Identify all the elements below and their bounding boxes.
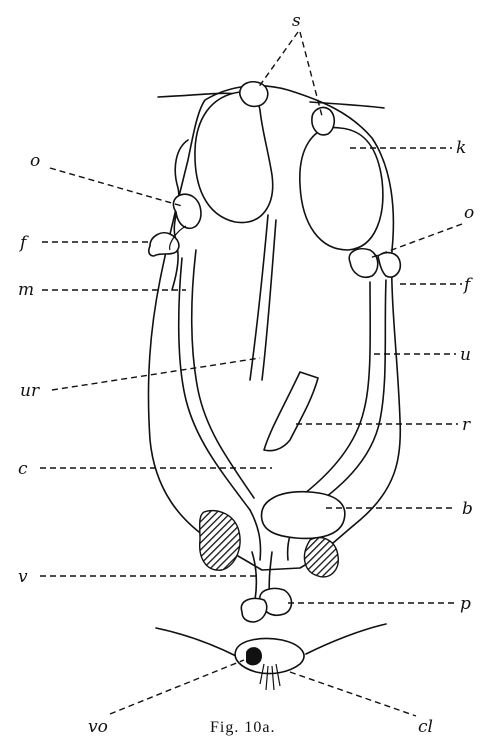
label-r: r xyxy=(462,415,471,435)
leader-s-left xyxy=(258,32,298,88)
leader-o-right xyxy=(370,224,462,258)
right-hatched-mass xyxy=(304,538,338,577)
suprarenal-left xyxy=(240,82,268,107)
right-ureter-inner xyxy=(296,282,370,500)
right-fimbria xyxy=(378,253,400,277)
label-vo: vo xyxy=(88,717,108,737)
label-k: k xyxy=(456,138,466,158)
left-hatched-mass xyxy=(200,511,240,571)
leader-cl xyxy=(290,672,416,716)
label-b: b xyxy=(462,499,473,519)
left-ovary xyxy=(173,194,201,228)
rectum xyxy=(264,372,318,451)
label-o-left: o xyxy=(30,151,40,171)
label-o-right: o xyxy=(464,203,474,223)
body-wall-line xyxy=(158,93,384,108)
leader-o-left xyxy=(50,168,182,206)
leader-ur xyxy=(52,358,260,390)
left-kidney xyxy=(195,92,273,222)
papilla-base xyxy=(241,599,266,623)
label-f-right: f xyxy=(462,275,473,295)
label-s: s xyxy=(292,11,301,31)
central-ridge-2 xyxy=(262,220,276,380)
label-f-left: f xyxy=(18,233,29,253)
label-ur: ur xyxy=(20,381,40,401)
left-ureter-outer xyxy=(179,258,250,510)
right-ureter-outer xyxy=(300,280,386,515)
label-cl: cl xyxy=(418,717,433,737)
figure-caption: Fig. 10a. xyxy=(210,719,275,736)
bladder xyxy=(262,492,345,539)
suprarenal-right xyxy=(312,108,334,135)
right-ovary xyxy=(349,249,378,277)
label-m: m xyxy=(18,280,34,300)
label-v: v xyxy=(18,567,28,587)
right-kidney xyxy=(300,128,383,250)
leader-s-right xyxy=(300,32,322,116)
leader-vo xyxy=(110,660,244,714)
label-u: u xyxy=(460,345,471,365)
label-c: c xyxy=(18,459,28,479)
label-p: p xyxy=(460,594,471,614)
cloacal-region xyxy=(235,638,304,673)
left-ureter-inner xyxy=(192,250,254,498)
